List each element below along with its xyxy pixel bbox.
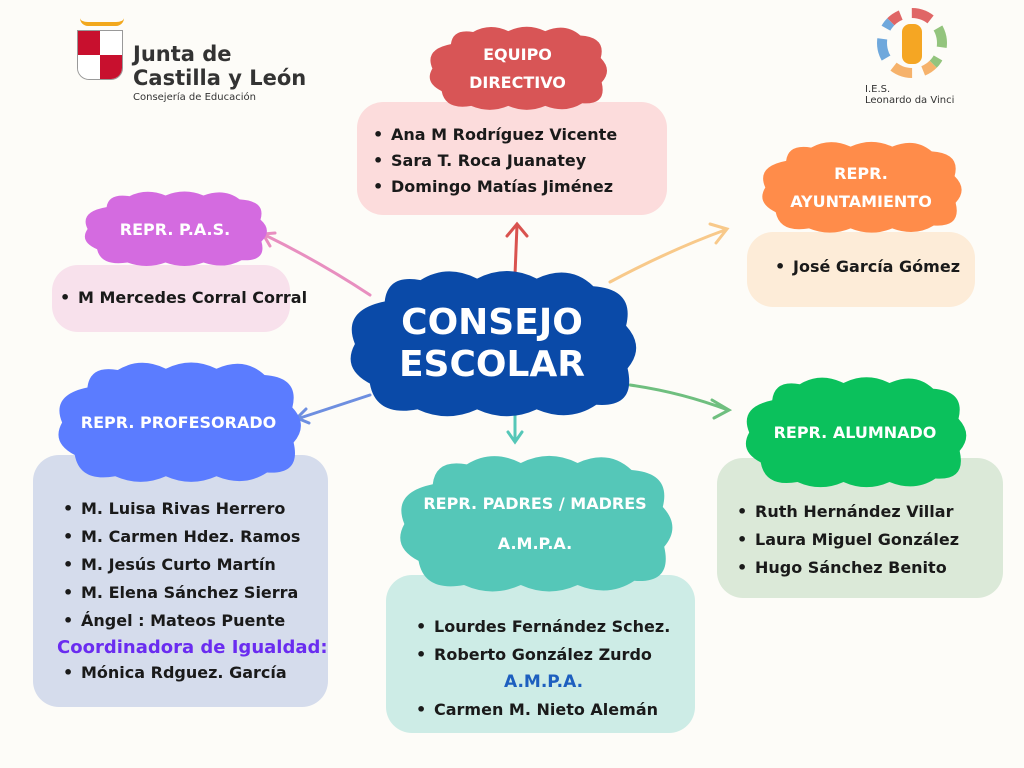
member: Roberto González Zurdo xyxy=(408,641,695,669)
coat-of-arms-icon xyxy=(77,30,123,80)
cloud-title: REPR. ALUMNADO xyxy=(773,423,937,442)
center-title: ESCOLAR xyxy=(398,344,586,385)
member: Sara T. Roca Juanatey xyxy=(365,148,667,174)
member: M. Luisa Rivas Herrero xyxy=(55,495,328,523)
cloud-title: A.M.P.A. xyxy=(497,534,573,553)
pas-box: M Mercedes Corral Corral xyxy=(52,265,307,332)
member: Lourdes Fernández Schez. xyxy=(408,613,695,641)
member: Hugo Sánchez Benito xyxy=(729,554,1003,582)
igualdad-label: Coordinadora de Igualdad: xyxy=(57,637,328,658)
padres-cloud: REPR. PADRES / MADRES A.M.P.A. xyxy=(393,453,677,595)
alumnado-cloud: REPR. ALUMNADO xyxy=(740,375,970,490)
padres-box: Lourdes Fernández Schez.Roberto González… xyxy=(386,575,695,733)
member: Ruth Hernández Villar xyxy=(729,498,1003,526)
member: José García Gómez xyxy=(767,254,975,280)
cloud-title: REPR. xyxy=(834,163,888,183)
member: Ángel : Mateos Puente xyxy=(55,607,328,635)
cloud-title: EQUIPO xyxy=(483,44,552,64)
cloud-title: REPR. PROFESORADO xyxy=(80,413,277,432)
ayuntamiento-box: José García Gómez xyxy=(747,232,975,307)
crown-icon xyxy=(80,12,124,26)
member: M. Jesús Curto Martín xyxy=(55,551,328,579)
member: M. Carmen Hdez. Ramos xyxy=(55,523,328,551)
ies-line1: I.E.S. xyxy=(865,84,891,95)
member: Domingo Matías Jiménez xyxy=(365,174,667,200)
center-title: CONSEJO xyxy=(401,302,583,343)
cloud-title: REPR. PADRES / MADRES xyxy=(423,494,647,513)
member: M. Elena Sánchez Sierra xyxy=(55,579,328,607)
pas-cloud: REPR. P.A.S. xyxy=(80,190,270,268)
equipo-directivo-cloud: EQUIPO DIRECTIVO xyxy=(425,25,610,112)
vitruvian-icon xyxy=(877,8,947,78)
cloud-title: DIRECTIVO xyxy=(469,72,566,92)
alumnado-box: Ruth Hernández VillarLaura Miguel Gonzál… xyxy=(717,458,1003,598)
jcyl-line2: Castilla y León xyxy=(133,66,307,90)
ayuntamiento-cloud: REPR. AYUNTAMIENTO xyxy=(757,140,965,235)
member: Ana M Rodríguez Vicente xyxy=(365,122,667,148)
jcyl-line1: Junta de xyxy=(133,42,232,66)
profesorado-box: M. Luisa Rivas Herrero M. Carmen Hdez. R… xyxy=(33,455,328,707)
cloud-title: AYUNTAMIENTO xyxy=(790,191,932,211)
member: Laura Miguel González xyxy=(729,526,1003,554)
jcyl-line3: Consejería de Educación xyxy=(133,92,256,103)
member: Carmen M. Nieto Alemán xyxy=(408,695,695,725)
equipo-directivo-box: Ana M Rodríguez VicenteSara T. Roca Juan… xyxy=(357,102,667,215)
ampa-label: A.M.P.A. xyxy=(504,672,584,692)
cloud-title: REPR. P.A.S. xyxy=(119,219,231,239)
profesorado-cloud: REPR. PROFESORADO xyxy=(52,360,305,485)
member: M Mercedes Corral Corral xyxy=(52,285,307,311)
member: Mónica Rdguez. García xyxy=(55,660,328,686)
ies-logo: I.E.S. Leonardo da Vinci xyxy=(865,8,965,106)
ies-line2: Leonardo da Vinci xyxy=(865,95,955,106)
